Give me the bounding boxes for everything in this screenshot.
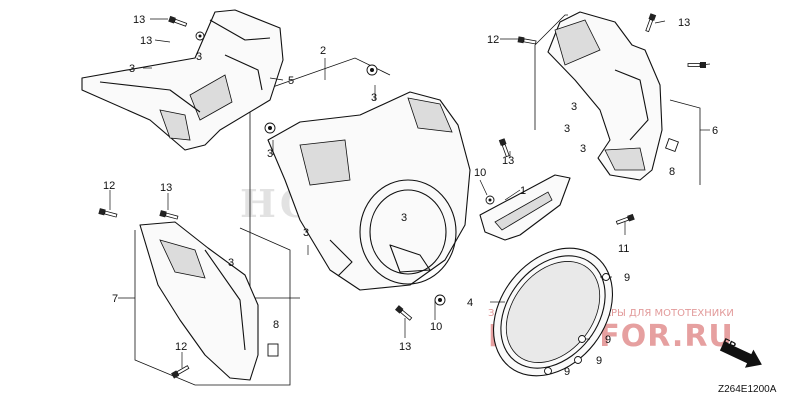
callout-9: 9 [564, 366, 570, 378]
callout-3: 3 [129, 63, 135, 75]
callout-labels: 13 13 3 3 5 2 3 3 13 10 3 3 10 13 1 11 4… [103, 14, 718, 378]
callout-9: 9 [624, 272, 630, 284]
callout-4: 4 [467, 297, 473, 309]
clip-nut-icon [665, 138, 679, 152]
part-7-cover [139, 221, 259, 381]
part-2-fan-cover [267, 91, 471, 291]
bolt-icon [159, 210, 179, 220]
clip-nut-icon [267, 343, 279, 357]
callout-13: 13 [160, 182, 172, 194]
callout-10: 10 [474, 167, 486, 179]
callout-3: 3 [371, 92, 377, 104]
callout-8: 8 [669, 166, 675, 178]
grommet-icon [434, 294, 446, 306]
callout-9: 9 [596, 355, 602, 367]
callout-12: 12 [175, 341, 187, 353]
bolt-icon [615, 213, 635, 225]
callout-3: 3 [564, 123, 570, 135]
callout-13: 13 [502, 155, 514, 167]
callout-7: 7 [112, 293, 118, 305]
bolt-icon [687, 62, 706, 68]
part-1-guard [479, 174, 571, 241]
fasteners [98, 13, 706, 379]
grommet-icon [195, 31, 205, 41]
callout-10: 10 [430, 321, 442, 333]
callout-3: 3 [571, 101, 577, 113]
callout-3: 3 [580, 143, 586, 155]
leader-lines [109, 18, 711, 368]
part-5-cover [81, 9, 284, 151]
callout-3: 3 [267, 148, 273, 160]
bolt-icon [168, 15, 188, 27]
callout-3: 3 [303, 227, 309, 239]
grommet-icon [578, 335, 586, 343]
bolt-icon [395, 305, 413, 321]
bolt-icon [498, 138, 510, 158]
bolt-icon [645, 13, 657, 33]
shop-tagline: ЗАПЧАСТИ И АКСЕССУАРЫ ДЛЯ МОТОТЕХНИКИ [488, 308, 734, 319]
bolt-icon [171, 365, 190, 379]
grommet-icon [485, 195, 495, 205]
bolt-icon [98, 208, 118, 218]
direction-arrow-icon [719, 341, 762, 368]
callout-6: 6 [712, 125, 718, 137]
callout-12: 12 [487, 34, 499, 46]
callout-12: 12 [103, 180, 115, 192]
grommet-icon [602, 273, 610, 281]
callout-11: 11 [618, 243, 629, 255]
grommet-icon [264, 122, 276, 134]
grommet-icon [366, 64, 378, 76]
bolt-icon [517, 36, 537, 45]
group-box-6-right [669, 99, 701, 185]
callout-13: 13 [140, 35, 152, 47]
callout-8: 8 [273, 319, 279, 331]
callout-13: 13 [133, 14, 145, 26]
callout-9: 9 [605, 334, 611, 346]
callout-13: 13 [678, 17, 690, 29]
callout-2: 2 [320, 45, 326, 57]
part-6-cover [547, 11, 663, 181]
group-box-7 [134, 227, 291, 386]
callout-3: 3 [401, 212, 407, 224]
grommet-icon [544, 367, 552, 375]
callout-5: 5 [288, 75, 294, 87]
callout-3: 3 [196, 51, 202, 63]
callout-1: 1 [520, 185, 526, 197]
diagram-code: Z264E1200A [718, 384, 777, 395]
callout-13: 13 [399, 341, 411, 353]
callout-3: 3 [228, 257, 234, 269]
group-box-6 [534, 14, 568, 130]
grommet-icon [574, 356, 582, 364]
